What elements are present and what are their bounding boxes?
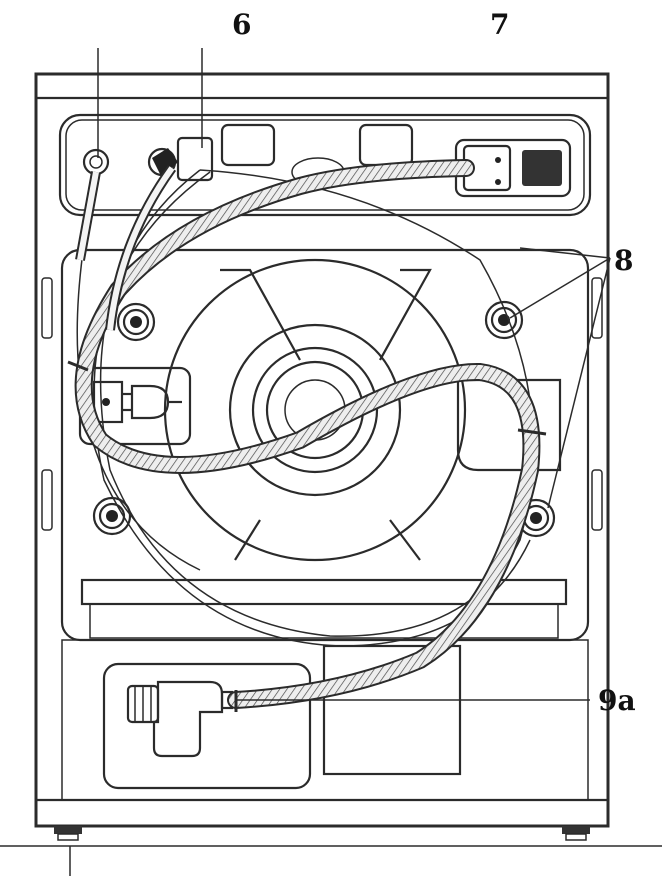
- drum-spokes: [220, 268, 432, 561]
- feet: [0, 826, 662, 847]
- callout-6: 6: [232, 8, 251, 41]
- crossbar: [80, 578, 568, 639]
- inlet-hose: [75, 165, 177, 331]
- callout-8: 8: [614, 244, 633, 277]
- callout-9a: 9a: [598, 684, 636, 717]
- bottom-compartment: [61, 639, 589, 801]
- transport-bolt: [92, 496, 132, 536]
- drain-pump: [126, 680, 234, 758]
- transport-bolt: [116, 302, 156, 342]
- drain-hose: [67, 159, 547, 712]
- drum: [163, 258, 467, 562]
- callout-7: 7: [490, 8, 509, 41]
- power-plug-icon: [122, 384, 182, 420]
- mounting-bracket: [454, 138, 572, 198]
- leader-lines: [69, 48, 611, 876]
- top-service-panel: [58, 113, 592, 217]
- water-inlet-port: [82, 148, 110, 176]
- inlet-valve: [147, 136, 214, 182]
